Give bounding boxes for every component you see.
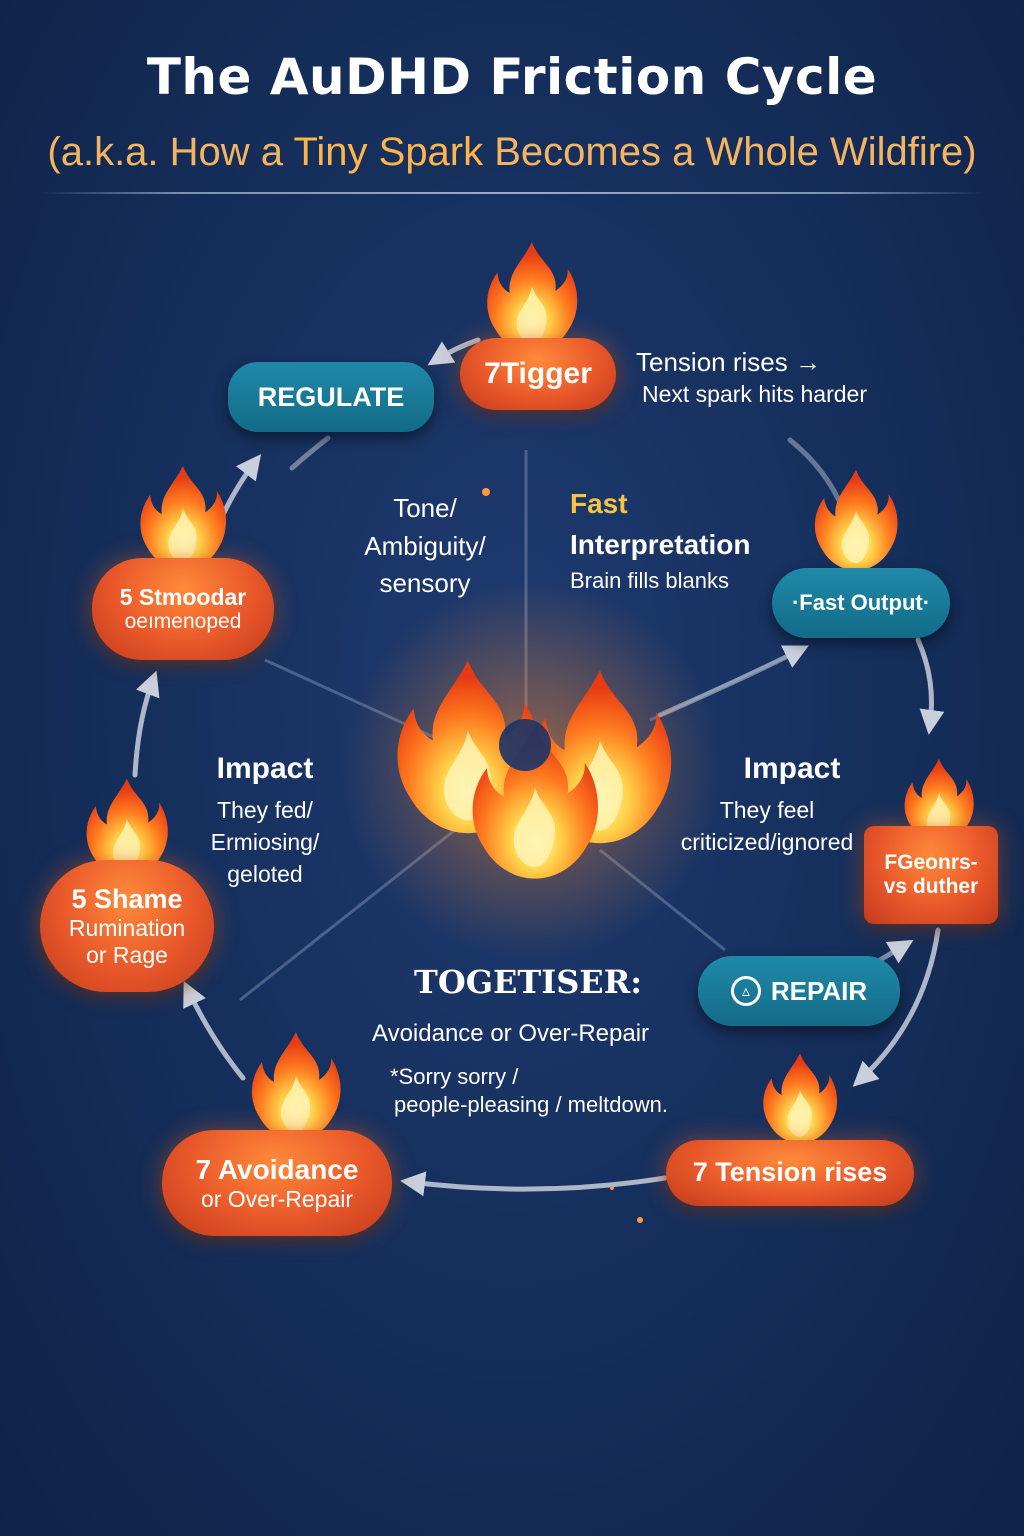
- annotation-tension-next-line1: Tension rises →: [636, 347, 821, 377]
- node-avoidance-line1: 7 Avoidance: [195, 1153, 359, 1185]
- node-tension: 7 Tension rises: [666, 1140, 914, 1206]
- annotation-impact-right: Impact They feel criticized/ignored: [672, 748, 862, 858]
- node-shame-line1: 5 Shame: [71, 884, 183, 915]
- annotation-fast-interpretation: Fast Interpretation Brain fills blanks: [570, 484, 790, 597]
- arrow-shame-to-stmoodar: [132, 670, 160, 778]
- arrow-avoidance-to-shame: [183, 980, 246, 1081]
- annotation-tension-next-line2: Next spark hits harder: [642, 380, 867, 407]
- central-fire: [342, 580, 722, 960]
- flame-avoidance-icon: [251, 1032, 341, 1140]
- annotation-fast-line1: Fast: [570, 488, 628, 519]
- arrow-right-to-tension: [852, 927, 941, 1087]
- annotation-tone-line3: sensory: [379, 568, 471, 599]
- node-fast-output: ·Fast Output·: [772, 568, 950, 638]
- ember: [610, 1186, 614, 1190]
- node-stmoodar-line1: 5 Stmoodar: [119, 583, 247, 610]
- node-stmoodar: 5 Stmoodar oeımenoped: [92, 558, 274, 660]
- node-tension-label: 7 Tension rises: [692, 1157, 888, 1188]
- subtitle-suffix: Becomes a Whole Wildfire): [483, 130, 977, 174]
- annotation-fast-line2: Interpretation: [570, 528, 751, 560]
- node-fgeonrs-line1: FGeonrs-: [884, 850, 978, 874]
- node-fgeonrs-line2: vs duther: [883, 875, 979, 898]
- subtitle-highlight: Tiny Spark: [293, 130, 484, 174]
- node-repair: ▵ REPAIR: [698, 956, 900, 1026]
- flame-fast-output-icon: [814, 469, 898, 571]
- node-shame-line3: or Rage: [86, 941, 168, 968]
- annotation-impact-left-line3: geloted: [227, 861, 303, 888]
- annotation-tone-line1: Tone/: [393, 493, 457, 523]
- arrow-trigger-to-regulate: [427, 337, 481, 366]
- annotation-impact-left-line1: They fed/: [217, 797, 313, 823]
- annotation-together: TOGETISER: Avoidance or Over-Repair *Sor…: [372, 962, 702, 1120]
- annotation-impact-right-line2: criticized/ignored: [680, 829, 854, 856]
- node-regulate-label: REGULATE: [257, 381, 405, 412]
- annotation-tone-line2: Ambiguity/: [364, 530, 486, 561]
- header-divider: [40, 192, 984, 194]
- arrow-tension-to-avoidance: [400, 1171, 668, 1197]
- page-subtitle: (a.k.a. How a Tiny Spark Becomes a Whole…: [0, 130, 1024, 175]
- subtitle-prefix: (a.k.a. How a: [47, 130, 294, 174]
- flame-tension-icon: [763, 1053, 838, 1144]
- annotation-together-quote2: people-pleasing / meltdown.: [394, 1092, 668, 1118]
- node-fast-output-label: ·Fast Output·: [791, 590, 931, 615]
- central-fire-core: [499, 719, 551, 771]
- annotation-together-line: Avoidance or Over-Repair: [372, 1019, 650, 1047]
- annotation-impact-left-line2: Ermiosing/: [210, 829, 320, 856]
- annotation-fast-line3: Brain fills blanks: [570, 568, 729, 594]
- node-shame-line2: Rumination: [68, 915, 186, 942]
- node-stmoodar-line2: oeımenoped: [124, 610, 242, 634]
- node-trigger: 7Tigger: [460, 338, 616, 410]
- node-regulate: REGULATE: [228, 362, 434, 432]
- annotation-impact-left-title: Impact: [216, 752, 314, 785]
- annotation-impact-left: Impact They fed/ Ermiosing/ geloted: [190, 748, 340, 891]
- annotation-together-title: TOGETISER:: [414, 963, 643, 1001]
- annotation-together-quote1: *Sorry sorry /: [390, 1063, 519, 1089]
- cycle-arrows: [132, 337, 945, 1197]
- node-shame: 5 Shame Rumination or Rage: [40, 860, 214, 992]
- arrow-regulate-to-center: [289, 435, 331, 471]
- repair-icon: ▵: [730, 976, 761, 1006]
- node-avoidance: 7 Avoidance or Over-Repair: [162, 1130, 392, 1236]
- arrow-fast-output-down: [915, 637, 945, 735]
- annotation-tone: Tone/ Ambiguity/ sensory: [340, 490, 510, 603]
- flame-trigger-icon: [487, 242, 578, 352]
- node-trigger-label: 7Tigger: [484, 356, 592, 390]
- node-avoidance-line2: or Over-Repair: [200, 1185, 354, 1212]
- ember: [482, 488, 490, 496]
- node-fgeonrs: FGeonrs- vs duther: [864, 826, 998, 924]
- arrow-repair-to-right: [877, 939, 914, 964]
- node-repair-label: REPAIR: [770, 975, 868, 1006]
- annotation-impact-right-title: Impact: [743, 752, 841, 785]
- annotation-impact-right-line1: They feel: [719, 797, 815, 823]
- annotation-tension-next: Tension rises → Next spark hits harder: [636, 346, 876, 410]
- page-title: The AuDHD Friction Cycle: [146, 48, 878, 106]
- flame-stmoodar-icon: [140, 465, 227, 571]
- ember: [637, 1217, 643, 1223]
